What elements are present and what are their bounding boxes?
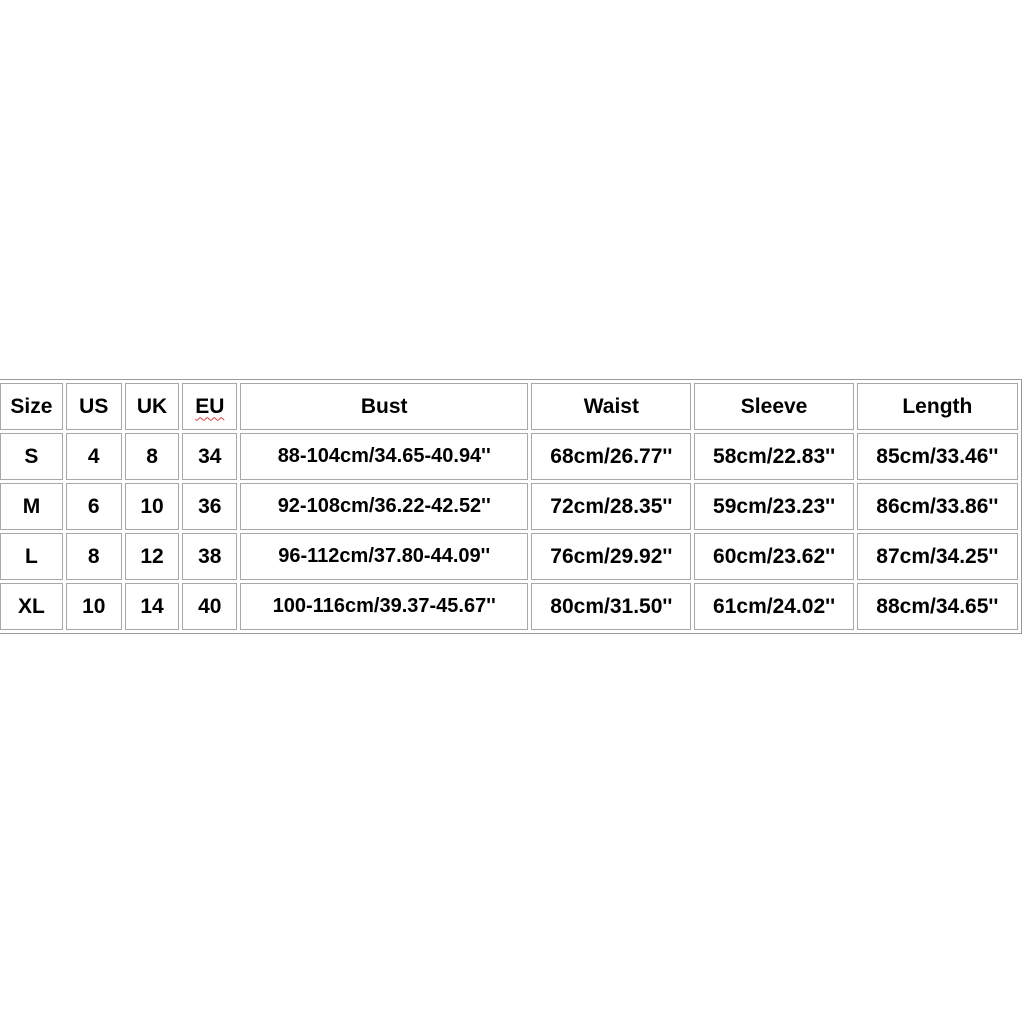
cell-us: 4 bbox=[65, 433, 122, 480]
header-us: US bbox=[65, 383, 122, 430]
header-uk: UK bbox=[124, 383, 180, 430]
cell-bust: 96-112cm/37.80-44.09'' bbox=[240, 533, 529, 580]
cell-length: 86cm/33.86'' bbox=[856, 483, 1018, 530]
cell-us: 8 bbox=[65, 533, 122, 580]
cell-sleeve: 61cm/24.02'' bbox=[694, 583, 854, 630]
table-row: S 4 8 34 88-104cm/34.65-40.94'' 68cm/26.… bbox=[0, 433, 1018, 480]
table-header-row: Size US UK EU Bust Waist Sleeve Length bbox=[0, 383, 1018, 430]
header-eu-label: EU bbox=[195, 394, 225, 418]
cell-uk: 10 bbox=[124, 483, 180, 530]
cell-us: 10 bbox=[65, 583, 122, 630]
cell-eu: 38 bbox=[182, 533, 238, 580]
header-size: Size bbox=[0, 383, 63, 430]
cell-size: L bbox=[0, 533, 63, 580]
cell-length: 85cm/33.46'' bbox=[856, 433, 1018, 480]
header-waist: Waist bbox=[531, 383, 692, 430]
cell-bust: 92-108cm/36.22-42.52'' bbox=[240, 483, 529, 530]
cell-size: XL bbox=[0, 583, 63, 630]
cell-eu: 34 bbox=[182, 433, 238, 480]
cell-sleeve: 58cm/22.83'' bbox=[694, 433, 854, 480]
header-sleeve: Sleeve bbox=[694, 383, 854, 430]
cell-size: S bbox=[0, 433, 63, 480]
table-row: XL 10 14 40 100-116cm/39.37-45.67'' 80cm… bbox=[0, 583, 1018, 630]
cell-bust: 88-104cm/34.65-40.94'' bbox=[240, 433, 529, 480]
header-eu: EU bbox=[182, 383, 238, 430]
cell-waist: 80cm/31.50'' bbox=[531, 583, 692, 630]
cell-eu: 40 bbox=[182, 583, 238, 630]
table-row: M 6 10 36 92-108cm/36.22-42.52'' 72cm/28… bbox=[0, 483, 1018, 530]
size-chart-table: Size US UK EU Bust Waist Sleeve Length S… bbox=[0, 379, 1022, 634]
cell-waist: 68cm/26.77'' bbox=[531, 433, 692, 480]
header-length: Length bbox=[856, 383, 1018, 430]
cell-size: M bbox=[0, 483, 63, 530]
cell-uk: 12 bbox=[124, 533, 180, 580]
cell-uk: 14 bbox=[124, 583, 180, 630]
cell-eu: 36 bbox=[182, 483, 238, 530]
cell-length: 87cm/34.25'' bbox=[856, 533, 1018, 580]
cell-waist: 76cm/29.92'' bbox=[531, 533, 692, 580]
table-row: L 8 12 38 96-112cm/37.80-44.09'' 76cm/29… bbox=[0, 533, 1018, 580]
cell-sleeve: 59cm/23.23'' bbox=[694, 483, 854, 530]
header-bust: Bust bbox=[240, 383, 529, 430]
cell-uk: 8 bbox=[124, 433, 180, 480]
cell-bust: 100-116cm/39.37-45.67'' bbox=[240, 583, 529, 630]
cell-length: 88cm/34.65'' bbox=[856, 583, 1018, 630]
cell-sleeve: 60cm/23.62'' bbox=[694, 533, 854, 580]
cell-waist: 72cm/28.35'' bbox=[531, 483, 692, 530]
cell-us: 6 bbox=[65, 483, 122, 530]
